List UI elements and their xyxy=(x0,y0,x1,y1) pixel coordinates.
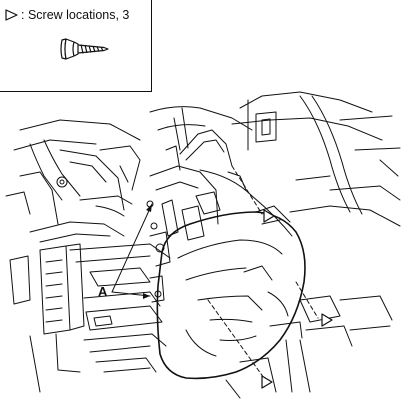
leader-arrow-head xyxy=(146,204,152,212)
legend-caption-text: : Screw locations, 3 xyxy=(21,8,130,22)
screw-location-marker xyxy=(321,313,333,327)
screw-location-leaders xyxy=(207,165,319,379)
right-lower-bracket xyxy=(225,295,393,399)
legend-box: : Screw locations, 3 xyxy=(0,0,152,92)
lower-bracket xyxy=(69,243,171,373)
leader-arrow-head xyxy=(143,293,150,299)
screw-location-marker xyxy=(263,209,275,223)
screw-icon xyxy=(60,38,109,60)
upper-shroud xyxy=(179,129,293,237)
steering-column-mechanism xyxy=(146,107,221,303)
left-column-structure xyxy=(5,119,141,305)
connector-block xyxy=(29,243,85,393)
lower-shroud xyxy=(156,211,306,380)
dashboard-outline xyxy=(149,91,401,227)
screw-location-marker xyxy=(261,375,273,389)
hollow-triangle-icon xyxy=(5,9,18,21)
callout-label-a: A xyxy=(98,284,108,299)
legend-caption-row: : Screw locations, 3 xyxy=(5,8,129,22)
